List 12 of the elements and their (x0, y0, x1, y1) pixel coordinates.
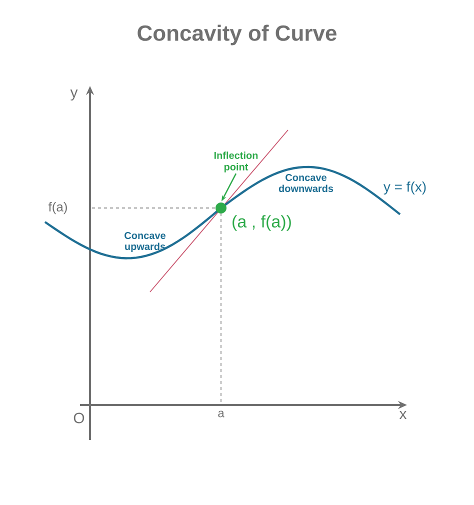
annotation-text: Inflection point (214, 152, 258, 172)
region-label: Concave upwards (124, 232, 166, 252)
region-label: Concave downwards (278, 174, 334, 192)
tick-label: a (218, 410, 224, 418)
point-label: (a , f(a)) (232, 215, 291, 231)
tick-label: f(a) (48, 202, 67, 214)
axis-label: O (74, 412, 84, 424)
title: Concavity of Curve (138, 24, 336, 46)
axis-label: x (399, 411, 407, 419)
point-marker (216, 202, 226, 214)
axis-label: y (70, 89, 78, 100)
function-label: y = f(x) (383, 181, 426, 195)
